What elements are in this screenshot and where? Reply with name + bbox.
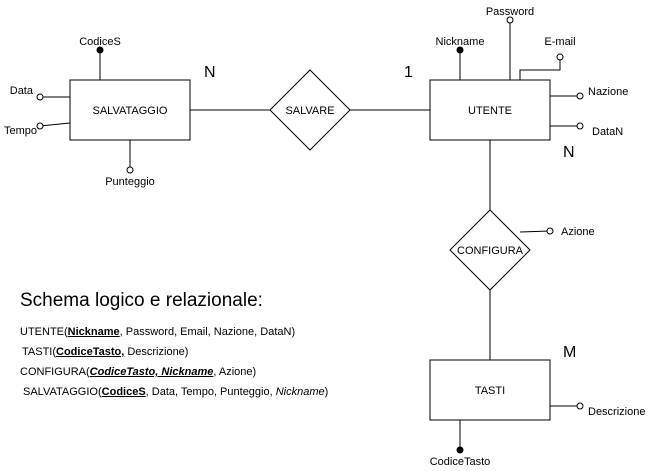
entity-utente-label: UTENTE [468,105,512,117]
schema-tasti-name: TASTI( [22,346,57,358]
schema-utente-rest: , Password, Email, Nazione, DataN) [119,326,296,338]
schema-configura-rest: , Azione) [213,366,257,378]
cardinality-salvataggio-salvare: N [204,64,216,81]
attr-data-dot [36,93,44,101]
attr-email-dot [556,53,564,61]
cardinality-utente-configura: N [563,144,575,161]
entity-tasti-label: TASTI [475,385,505,397]
attr-password-label: Password [486,6,534,18]
attr-email-label: E-mail [544,36,575,48]
attr-email-line [519,60,561,80]
attr-nickname-key-dot [456,46,464,54]
schema-salvataggio-fk: Nickname [275,386,325,398]
cardinality-tasti-configura: M [563,344,576,361]
attr-datan-dot [576,122,584,130]
attr-punteggio-label: Punteggio [105,176,155,188]
attr-descrizione-dot [576,402,584,410]
schema-row-tasti: TASTI(CodiceTasto, Descrizione) [20,342,328,362]
attr-tempo-dot [36,122,44,130]
attr-tempo-line [39,122,71,127]
schema-row-configura: CONFIGURA(CodiceTasto, Nickname, Azione) [20,362,328,382]
relationship-salvare [269,69,351,151]
attr-tempo-label: Tempo [4,125,37,137]
relationship-salvare-label: SALVARE [285,105,334,117]
attr-codicetasto-key-dot [456,446,464,454]
attr-password-dot [506,16,514,24]
attr-azione-line [519,230,551,233]
schema-tasti-rest: Descrizione) [124,346,189,358]
cardinality-utente-salvare: 1 [404,64,413,81]
attr-codices-key-dot [96,46,104,54]
entity-tasti [429,359,551,421]
attr-codices-label: CodiceS [79,36,121,48]
schema-row-salvataggio: SALVATAGGIO(CodiceS, Data, Tempo, Punteg… [20,382,328,402]
relationship-configura-label: CONFIGURA [457,245,524,257]
schema-tasti-key: CodiceTasto, [56,346,125,358]
attr-azione-dot [546,227,554,235]
entity-salvataggio [69,79,191,141]
attr-nazione-label: Nazione [588,86,628,98]
attr-azione-label: Azione [561,226,595,238]
schema-utente-name: UTENTE( [20,326,68,338]
attr-datan-label: DataN [592,126,623,138]
schema-salvataggio-end: ) [324,386,329,398]
attr-nazione-dot [576,92,584,100]
schema-salvataggio-key: CodiceS [101,386,146,398]
schema-salvataggio-rest: , Data, Tempo, Punteggio, [145,386,276,398]
attr-punteggio-dot [126,166,134,174]
attr-nickname-label: Nickname [436,36,485,48]
relational-schema: Schema logico e relazionale: UTENTE(Nick… [20,290,328,402]
relationship-configura [449,209,531,291]
schema-row-utente: UTENTE(Nickname, Password, Email, Nazion… [20,322,328,342]
attr-codicetasto-label: CodiceTasto [430,456,491,468]
entity-salvataggio-label: SALVATAGGIO [93,105,168,117]
schema-title: Schema logico e relazionale: [20,290,263,311]
schema-utente-key: Nickname [67,326,120,338]
schema-configura-key: CodiceTasto, Nickname [89,366,214,378]
entity-utente [429,79,551,141]
schema-salvataggio-name: SALVATAGGIO( [23,386,102,398]
attr-data-label: Data [10,85,34,97]
attr-descrizione-label: Descrizione [588,406,645,418]
schema-configura-name: CONFIGURA( [20,366,90,378]
